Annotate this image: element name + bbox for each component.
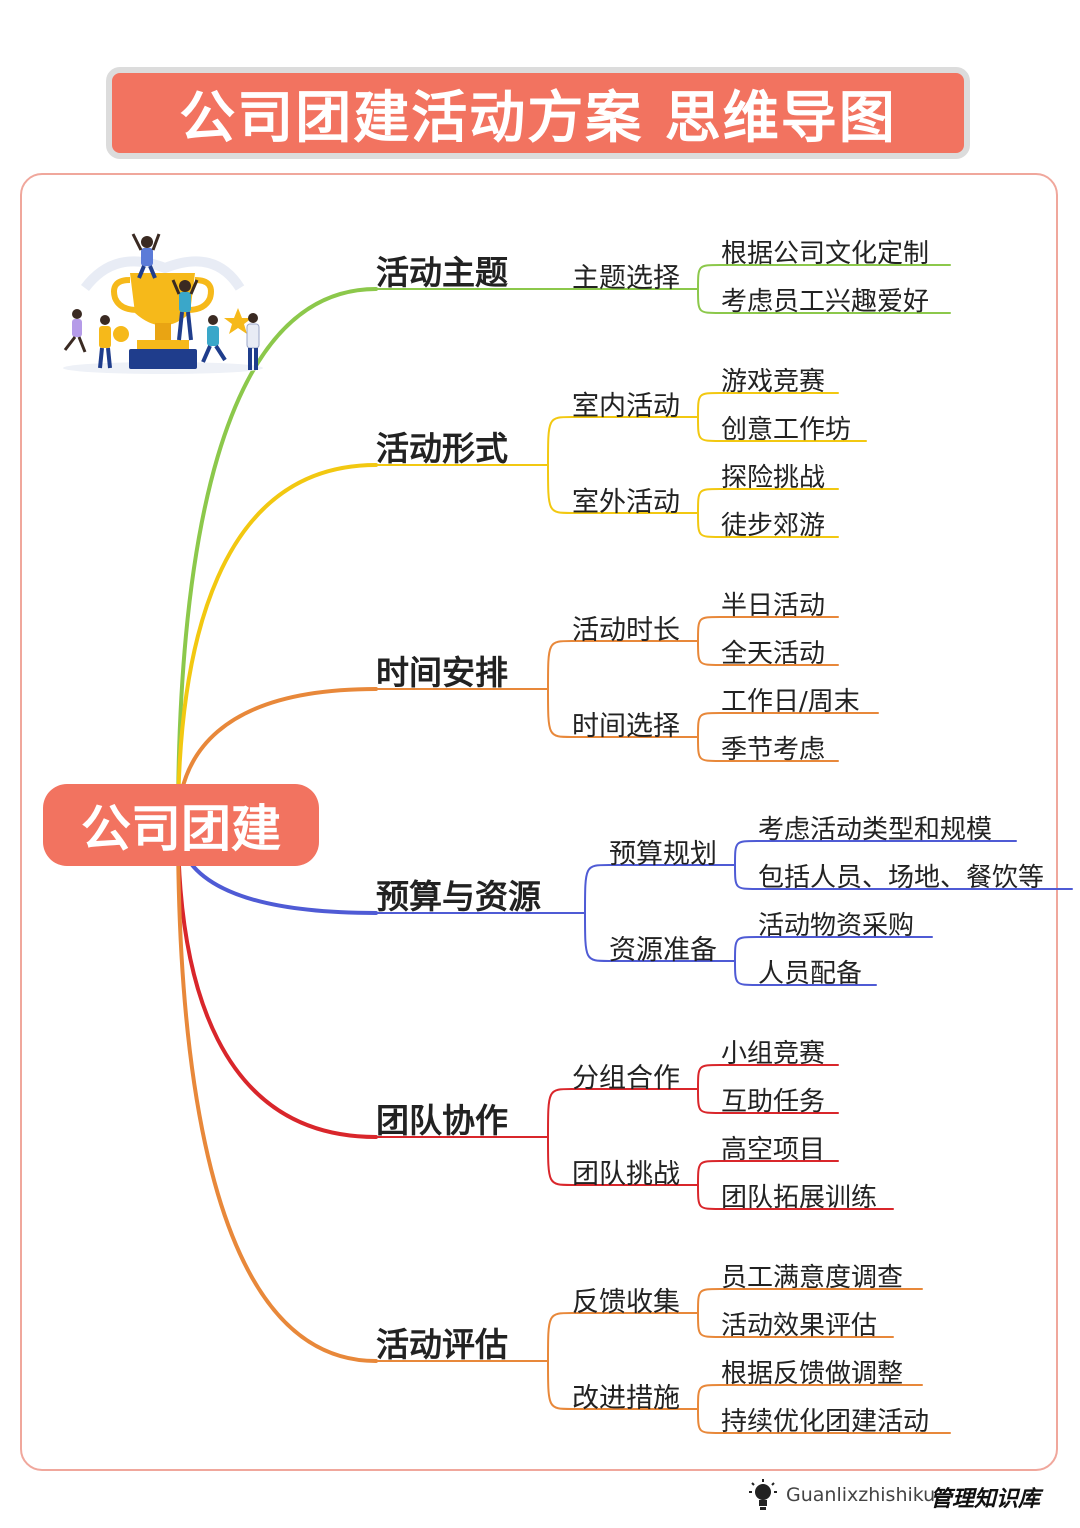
connector-line bbox=[697, 1288, 721, 1314]
leaf-node: 游戏竞赛 bbox=[721, 367, 826, 397]
connector-line bbox=[547, 1360, 573, 1410]
connector-line bbox=[697, 616, 721, 642]
leaf-node: 创意工作坊 bbox=[721, 415, 852, 445]
connector-line bbox=[176, 287, 378, 827]
sub-node: 预算规划 bbox=[609, 839, 717, 870]
sub-node: 团队挑战 bbox=[572, 1159, 680, 1190]
trophy-celebration-illustration bbox=[63, 233, 263, 374]
leaf-node: 高空项目 bbox=[721, 1135, 826, 1165]
branch-node: 活动形式 bbox=[376, 429, 508, 468]
sub-node: 分组合作 bbox=[572, 1063, 680, 1094]
title-banner: 公司团建活动方案 思维导图 bbox=[106, 67, 970, 159]
sub-node: 室内活动 bbox=[572, 391, 680, 422]
sub-node: 时间选择 bbox=[572, 711, 680, 742]
leaf-node: 根据反馈做调整 bbox=[721, 1359, 904, 1389]
leaf-node: 根据公司文化定制 bbox=[721, 239, 930, 269]
branch-node: 团队协作 bbox=[376, 1101, 508, 1140]
connector-line bbox=[734, 960, 758, 986]
connector-line bbox=[697, 1088, 721, 1114]
connector-line bbox=[697, 488, 721, 514]
connector-line bbox=[697, 1160, 721, 1186]
connector-line bbox=[697, 736, 721, 762]
connector-line bbox=[697, 1384, 721, 1410]
branch-node: 预算与资源 bbox=[376, 877, 541, 916]
leaf-node: 季节考虑 bbox=[721, 735, 826, 765]
connector-line bbox=[697, 640, 721, 666]
sub-node: 资源准备 bbox=[609, 935, 717, 966]
connector-line bbox=[547, 464, 573, 514]
sub-node: 室外活动 bbox=[572, 487, 680, 518]
connector-line bbox=[547, 688, 573, 738]
sub-node: 活动时长 bbox=[572, 615, 680, 646]
leaf-node: 工作日/周末 bbox=[721, 687, 860, 717]
connector-line bbox=[547, 640, 573, 690]
branch-node: 活动评估 bbox=[376, 1325, 508, 1364]
leaf-node: 团队拓展训练 bbox=[721, 1183, 878, 1213]
leaf-node: 员工满意度调查 bbox=[721, 1263, 904, 1293]
leaf-node: 人员配备 bbox=[758, 959, 863, 989]
connector-line bbox=[697, 512, 721, 538]
connector-line bbox=[697, 416, 721, 442]
branch-node: 时间安排 bbox=[376, 653, 508, 692]
connector-line bbox=[547, 1136, 573, 1186]
connector-line bbox=[734, 936, 758, 962]
connector-line bbox=[584, 912, 610, 962]
connector-line bbox=[547, 1088, 573, 1138]
connector-line bbox=[584, 864, 610, 914]
connector-line bbox=[697, 1064, 721, 1090]
connector-line bbox=[697, 264, 721, 290]
sub-node: 反馈收集 bbox=[572, 1287, 680, 1318]
mindmap-frame bbox=[20, 173, 1058, 1471]
leaf-node: 考虑活动类型和规模 bbox=[758, 815, 993, 845]
connector-line bbox=[697, 1312, 721, 1338]
connector-line bbox=[697, 392, 721, 418]
leaf-node: 全天活动 bbox=[721, 639, 826, 669]
connector-line bbox=[734, 864, 758, 890]
connector-line bbox=[734, 840, 758, 866]
leaf-node: 持续优化团建活动 bbox=[721, 1407, 930, 1437]
leaf-node: 半日活动 bbox=[721, 591, 826, 621]
connector-line bbox=[547, 1312, 573, 1362]
leaf-node: 包括人员、场地、餐饮等 bbox=[758, 863, 1045, 893]
connector-line bbox=[697, 712, 721, 738]
leaf-node: 互助任务 bbox=[721, 1087, 826, 1117]
leaf-node: 小组竞赛 bbox=[721, 1039, 826, 1069]
connector-line bbox=[176, 823, 378, 1139]
sub-node: 主题选择 bbox=[572, 263, 680, 294]
connector-line bbox=[697, 1408, 721, 1434]
connector-line bbox=[697, 288, 721, 314]
sub-node: 改进措施 bbox=[572, 1383, 680, 1414]
connector-line bbox=[547, 416, 573, 466]
page-title: 公司团建活动方案 思维导图 bbox=[179, 85, 897, 151]
leaf-node: 活动效果评估 bbox=[721, 1311, 878, 1341]
connector-line bbox=[176, 823, 378, 1363]
leaf-node: 徒步郊游 bbox=[721, 511, 826, 541]
lightbulb-icon bbox=[749, 1479, 777, 1510]
leaf-node: 活动物资采购 bbox=[758, 911, 915, 941]
root-label: 公司团建 bbox=[81, 800, 281, 858]
connector-line bbox=[176, 463, 378, 827]
footer-brand-cn: 管理知识库 bbox=[930, 1486, 1041, 1512]
leaf-node: 考虑员工兴趣爱好 bbox=[721, 287, 930, 317]
leaf-node: 探险挑战 bbox=[721, 463, 826, 493]
root-node: 公司团建 bbox=[43, 784, 319, 866]
footer-brand: Guanlixzhishiku bbox=[786, 1484, 936, 1506]
connector-line bbox=[697, 1184, 721, 1210]
branch-node: 活动主题 bbox=[376, 253, 508, 292]
